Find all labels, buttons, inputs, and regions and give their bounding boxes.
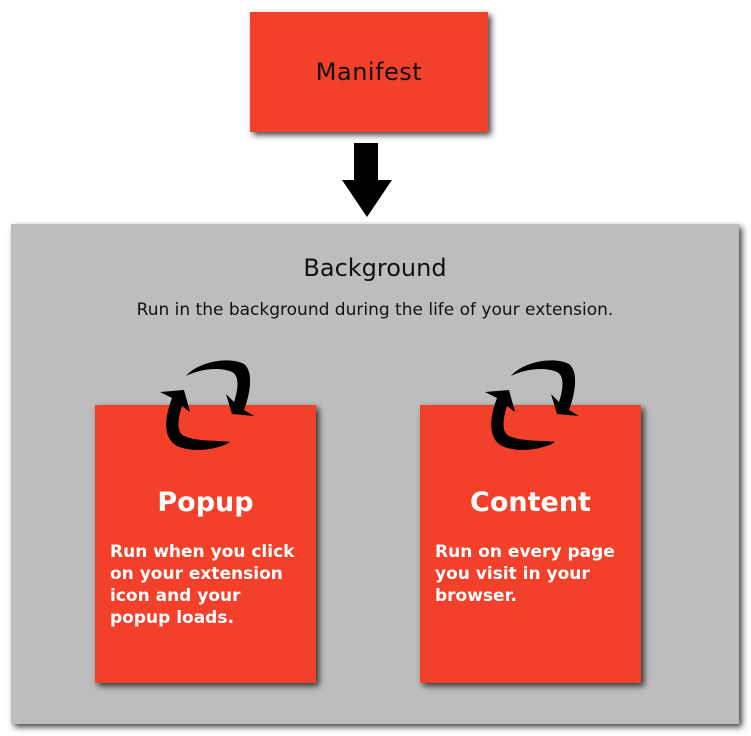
background-description: Run in the background during the life of…: [136, 300, 614, 320]
content-description: Run on every page you visit in your brow…: [435, 542, 615, 606]
manifest-label: Manifest: [315, 58, 423, 86]
down-arrow-icon: [342, 143, 392, 217]
popup-description: Run when you click on your extension ico…: [110, 542, 295, 628]
popup-card: Popup Run when you click on your extensi…: [95, 405, 316, 683]
refresh-cycle-icon: [160, 360, 254, 450]
refresh-cycle-icon: [485, 360, 579, 450]
popup-title: Popup: [157, 487, 254, 518]
background-title: Background: [303, 254, 447, 282]
background-container: Background Run in the background during …: [11, 224, 739, 724]
content-card: Content Run on every page you visit in y…: [420, 405, 641, 683]
manifest-box: Manifest: [250, 12, 488, 132]
content-title: Content: [470, 487, 591, 518]
